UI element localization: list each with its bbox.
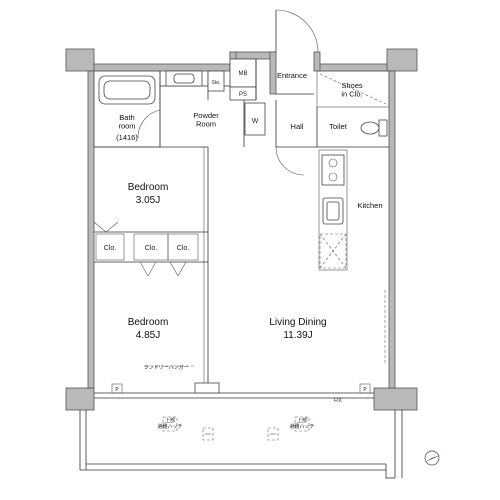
fix-label: FIX xyxy=(334,398,342,404)
living-dining: Living Dining 11.39J P P FIX xyxy=(111,290,386,404)
sto-label: Sto. xyxy=(212,80,221,86)
hatch-left xyxy=(162,416,178,432)
washer-label: W xyxy=(252,118,259,125)
hatch-right-note: 上部避難ハッチ xyxy=(289,417,314,430)
stove-icon xyxy=(321,154,345,186)
wall-right xyxy=(388,70,396,389)
wall-entrance-left xyxy=(269,51,277,95)
living-name: Living Dining xyxy=(269,317,326,328)
wall-top-left xyxy=(93,63,231,72)
shoes-closet xyxy=(316,70,390,108)
storage-box xyxy=(207,70,225,92)
drain-left xyxy=(202,427,214,441)
door-swing-icon xyxy=(137,109,161,139)
hall-door-swing-icon xyxy=(275,146,305,176)
balcony: 上部避難ハッチ 上部避難ハッチ xyxy=(79,410,403,479)
clo2-label: Clo. xyxy=(145,245,158,252)
column-top-right xyxy=(386,48,418,72)
mb-label: MB xyxy=(239,71,248,77)
p-right-label: P xyxy=(363,387,367,393)
hall-label: Hall xyxy=(291,122,304,131)
entrance-label: Entrance xyxy=(277,71,307,80)
kitchen-sink-icon xyxy=(322,197,344,225)
toilet-label: Toilet xyxy=(329,122,347,131)
wall-top-mb xyxy=(229,51,277,60)
p-box-left xyxy=(111,383,123,394)
hatch-left-note: 上部避難ハッチ xyxy=(157,417,182,430)
column-bottom-right xyxy=(373,387,418,411)
p-box-right xyxy=(359,383,371,394)
column-top-left xyxy=(65,48,95,72)
bedroom1-name: Bedroom xyxy=(128,182,169,193)
hatch-right xyxy=(294,416,310,432)
bedrooms: Bedroom 3.05J Clo. Clo. Clo. Bedroom 4.8… xyxy=(93,147,220,394)
mb-box xyxy=(229,58,257,88)
bedroom2-name: Bedroom xyxy=(128,317,169,328)
sink-icon xyxy=(165,70,203,87)
front-door-swing-icon xyxy=(275,9,319,53)
p-left-label: P xyxy=(115,387,119,393)
kitchen-counter xyxy=(318,149,348,271)
bathtub-icon xyxy=(98,75,156,105)
kitchen-label: Kitchen xyxy=(357,201,382,210)
fridge-diag-2 xyxy=(319,233,347,269)
label-line: 避難ハッチ xyxy=(289,423,314,430)
clo3-label: Clo. xyxy=(177,245,190,252)
structure xyxy=(65,48,418,411)
closet-1 xyxy=(95,233,125,261)
ps-label: PS xyxy=(239,92,247,98)
clo1-label: Clo. xyxy=(104,245,117,252)
label-line: 避難ハッチ xyxy=(157,423,182,430)
label-line: in Clo. xyxy=(341,90,362,99)
closet-3 xyxy=(167,233,199,261)
column-bottom-left xyxy=(65,387,95,411)
bath-size: (1416) xyxy=(116,133,138,142)
north-arrow-icon xyxy=(424,450,441,466)
closet-bifold-icon xyxy=(139,261,187,277)
living-size: 11.39J xyxy=(283,330,312,341)
drain-right xyxy=(267,427,279,441)
label-line: room xyxy=(118,122,135,131)
washer xyxy=(244,102,266,136)
wall-top-right xyxy=(316,63,388,72)
closet-diagonal xyxy=(319,73,387,105)
bedroom2-size: 4.85J xyxy=(136,330,160,341)
label-line: Room xyxy=(196,120,216,129)
laundry-hanger-label: ランドリーハンガー xyxy=(144,364,189,371)
fridge-space xyxy=(319,233,347,269)
wall-entrance-right xyxy=(313,51,321,72)
bedroom1-size: 3.05J xyxy=(136,195,160,206)
toilet-icon xyxy=(360,119,388,137)
wall-left xyxy=(87,70,95,389)
closet-door-icon xyxy=(93,221,119,233)
utility: MB PS xyxy=(229,58,257,101)
kitchen: Kitchen xyxy=(318,149,383,271)
window-unit xyxy=(194,382,220,394)
